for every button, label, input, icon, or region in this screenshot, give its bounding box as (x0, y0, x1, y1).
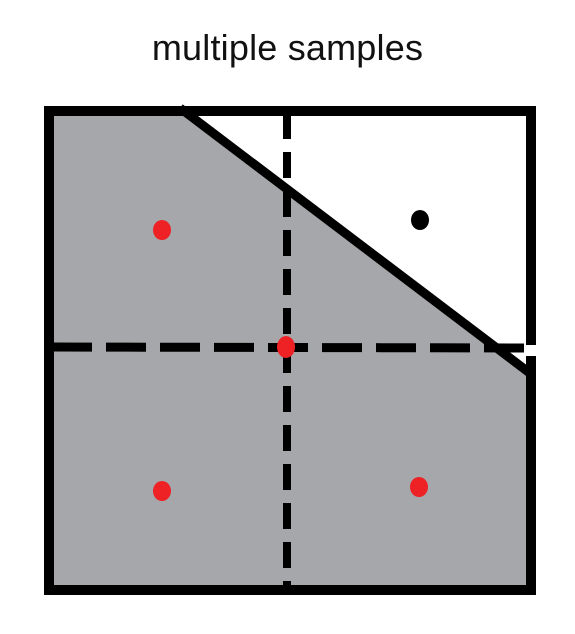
diagram-title: multiple samples (151, 27, 424, 68)
sample-top-right (411, 210, 429, 230)
sample-bottom-right (410, 477, 428, 497)
sample-center (277, 336, 295, 358)
sample-top-left (153, 220, 171, 240)
triangle-edge (177, 104, 534, 378)
sample-bottom-left (153, 481, 171, 501)
